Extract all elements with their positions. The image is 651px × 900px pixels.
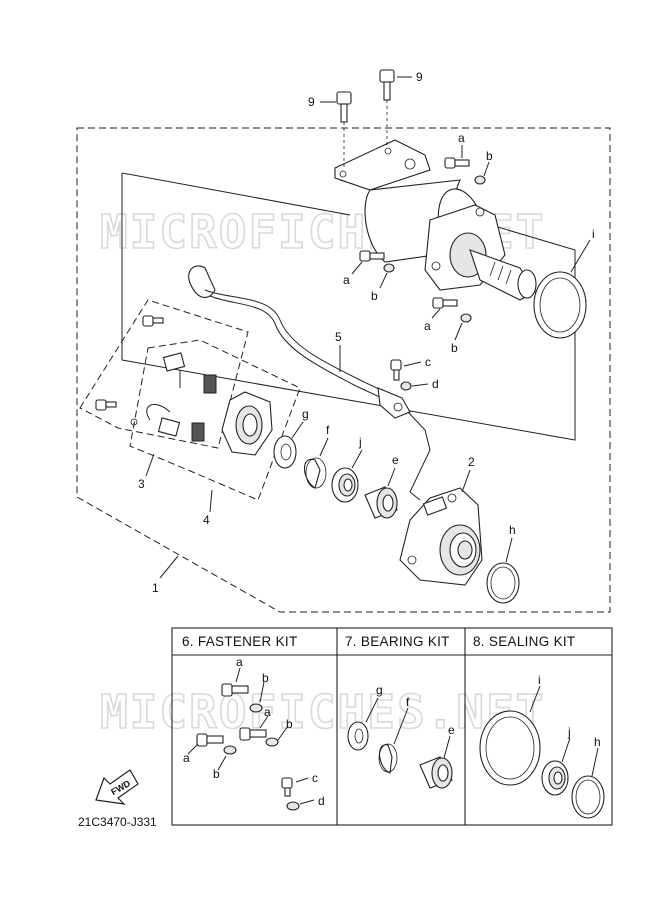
callout-4: 4	[203, 513, 210, 527]
callout-a-3: a	[424, 319, 431, 333]
callout-i-top: i	[592, 227, 595, 241]
callout-b-3: b	[451, 341, 458, 355]
brush-parts	[130, 352, 217, 442]
front-cover-2	[399, 487, 483, 586]
brush-screws	[95, 315, 164, 411]
kit-callout-c: c	[312, 771, 318, 785]
kit-title-sealing: 8. SEALING KIT	[473, 634, 575, 649]
callout-9-right: 9	[416, 70, 423, 84]
kit-title-fastener: 6. FASTENER KIT	[182, 634, 298, 649]
callout-f: f	[326, 423, 330, 437]
bolt-a-top	[444, 157, 486, 185]
o-ring-i	[533, 271, 587, 339]
callout-a-1: a	[458, 131, 465, 145]
kit-callout-f: f	[406, 695, 410, 709]
kit-callout-a-2: a	[183, 751, 190, 765]
assembly-3-boundary	[79, 299, 249, 449]
callout-j: j	[358, 435, 362, 449]
kit-callout-e: e	[448, 723, 455, 737]
lead-wire-5	[188, 265, 431, 501]
bolt-a-mid	[359, 250, 395, 273]
washer-g	[273, 435, 297, 469]
sealing-kit-parts	[479, 710, 605, 819]
callout-g: g	[302, 407, 309, 421]
kit-callout-d: d	[318, 794, 325, 808]
kit-callout-b-1: b	[262, 671, 269, 685]
oil-seal-j	[331, 467, 359, 503]
kit-callout-a-1: a	[236, 655, 243, 669]
callout-e: e	[392, 453, 399, 467]
callout-c-1: c	[425, 355, 431, 369]
bearing-kit-parts	[347, 721, 453, 789]
fwd-arrow-icon	[95, 769, 139, 805]
bearing-e	[364, 486, 398, 519]
explode-line-top	[121, 172, 351, 216]
bolt-a-right	[432, 297, 472, 323]
kit-callout-a-3: a	[264, 705, 271, 719]
assembly-1-boundary	[76, 127, 611, 613]
circlip-f	[303, 457, 327, 489]
callout-5: 5	[335, 330, 342, 344]
callout-2: 2	[468, 455, 475, 469]
kit-callout-j: j	[567, 725, 571, 739]
screw-9-left	[336, 91, 352, 170]
assembly-4-boundary	[129, 339, 301, 501]
brush-plate-4	[221, 391, 273, 456]
kits-table	[171, 627, 613, 826]
screw-c	[390, 359, 412, 391]
callout-3: 3	[138, 477, 145, 491]
starter-motor-body	[334, 139, 537, 301]
callout-9-left: 9	[308, 95, 315, 109]
kit-callout-i: i	[538, 673, 541, 687]
screw-9-right	[379, 69, 395, 148]
callout-1: 1	[152, 581, 159, 595]
kit-callout-g: g	[376, 683, 383, 697]
kit-callout-b-3: b	[286, 717, 293, 731]
callout-d-1: d	[432, 377, 439, 391]
kit-title-bearing: 7. BEARING KIT	[345, 634, 450, 649]
fastener-kit-parts	[196, 683, 300, 811]
callout-b-2: b	[371, 289, 378, 303]
callout-b-1: b	[486, 149, 493, 163]
callout-h: h	[509, 523, 516, 537]
watermark-bottom: MICROFICHES.NET	[100, 685, 545, 739]
callout-a-2: a	[343, 273, 350, 287]
kit-callout-b-2: b	[213, 767, 220, 781]
o-ring-h	[486, 562, 520, 604]
diagram-code: 21C3470-J331	[78, 815, 157, 829]
kit-callout-h: h	[594, 735, 601, 749]
